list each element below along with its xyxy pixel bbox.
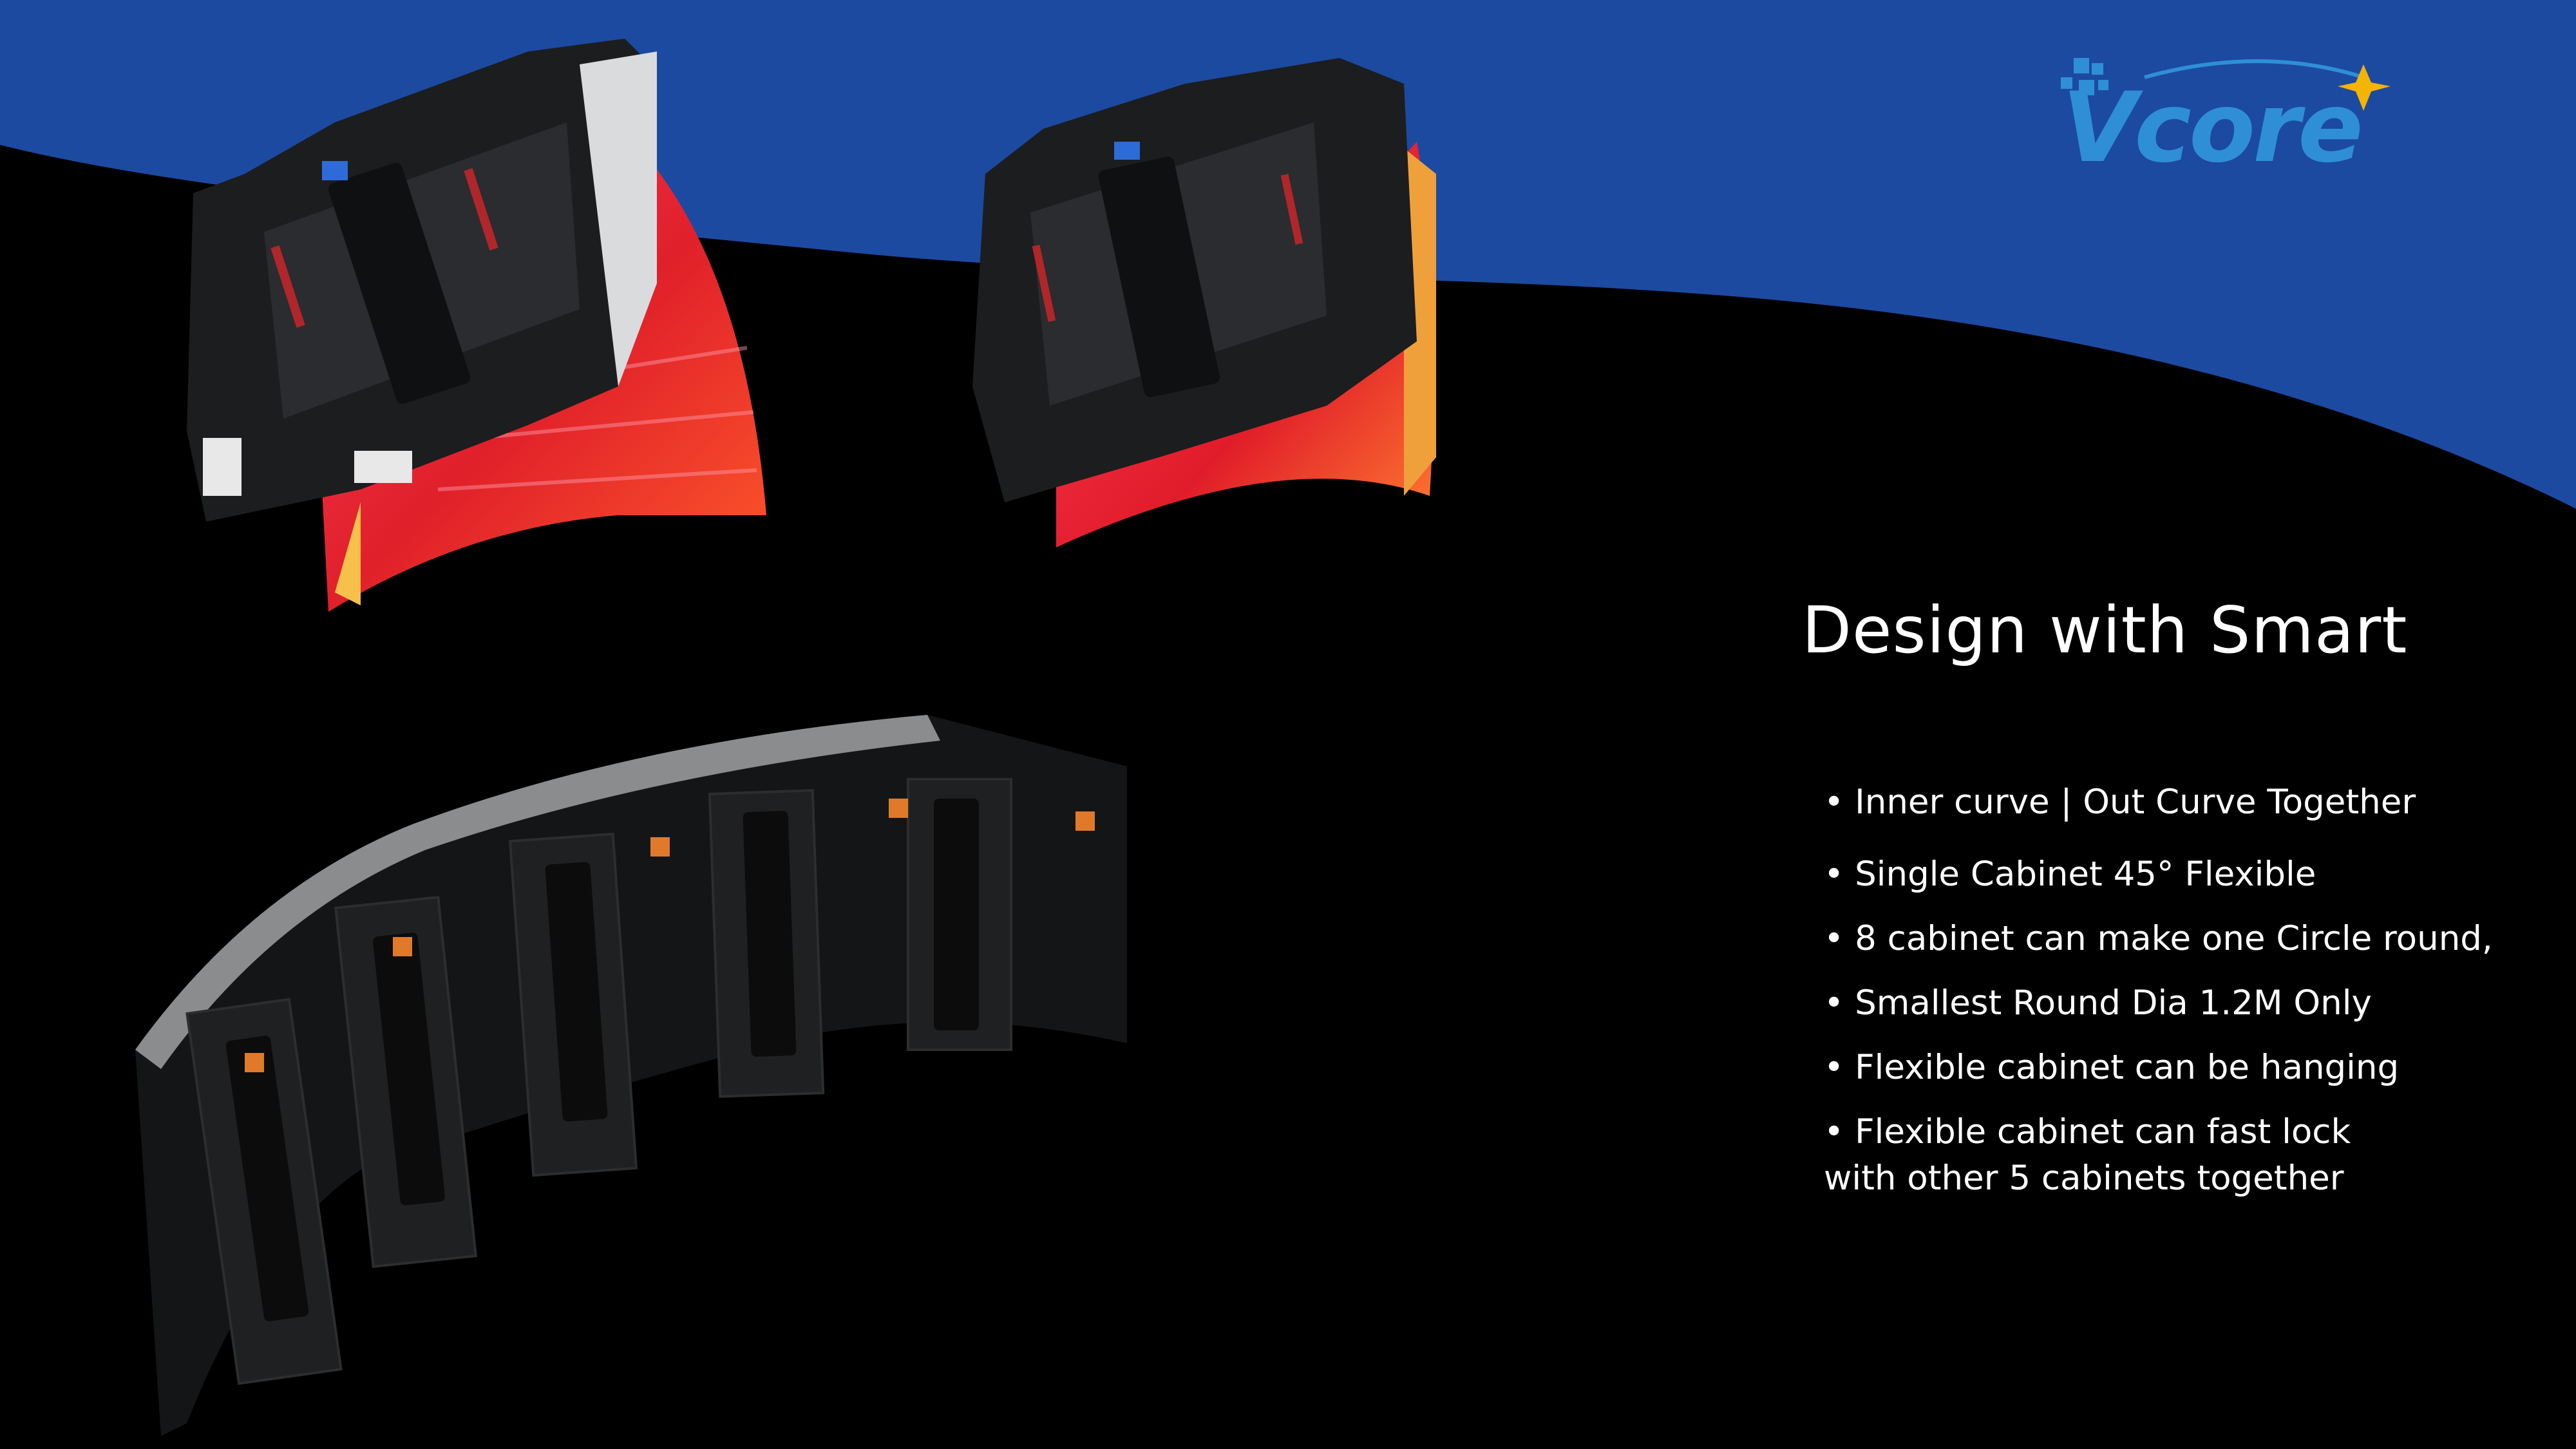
feature-item: • Single Cabinet 45° Flexible: [1824, 855, 2316, 894]
logo-pixel-squares: [2061, 58, 2108, 95]
feature-item: • Flexible cabinet can be hanging: [1824, 1048, 2400, 1087]
vcore-logo: Vcore: [2061, 58, 2391, 180]
feature-item: • Smallest Round Dia 1.2M Only: [1824, 983, 2372, 1023]
feature-item: • Flexible cabinet can fast lock with ot…: [1824, 1112, 2351, 1198]
curved-led-wall-assembly-image: [135, 715, 1127, 1436]
feature-item: • 8 cabinet can make one Circle round,: [1824, 919, 2493, 958]
logo-star-icon: [2338, 64, 2391, 111]
logo-wordmark: Vcore: [2062, 72, 2361, 180]
feature-list: • Inner curve | Out Curve Together • Sin…: [1824, 779, 2493, 1202]
slide-title: Design with Smart: [1802, 592, 2408, 668]
curved-led-cabinet-right-image: [972, 58, 1436, 547]
curved-led-cabinet-left-image: [187, 39, 766, 612]
feature-item: • Inner curve | Out Curve Together: [1824, 782, 2416, 822]
